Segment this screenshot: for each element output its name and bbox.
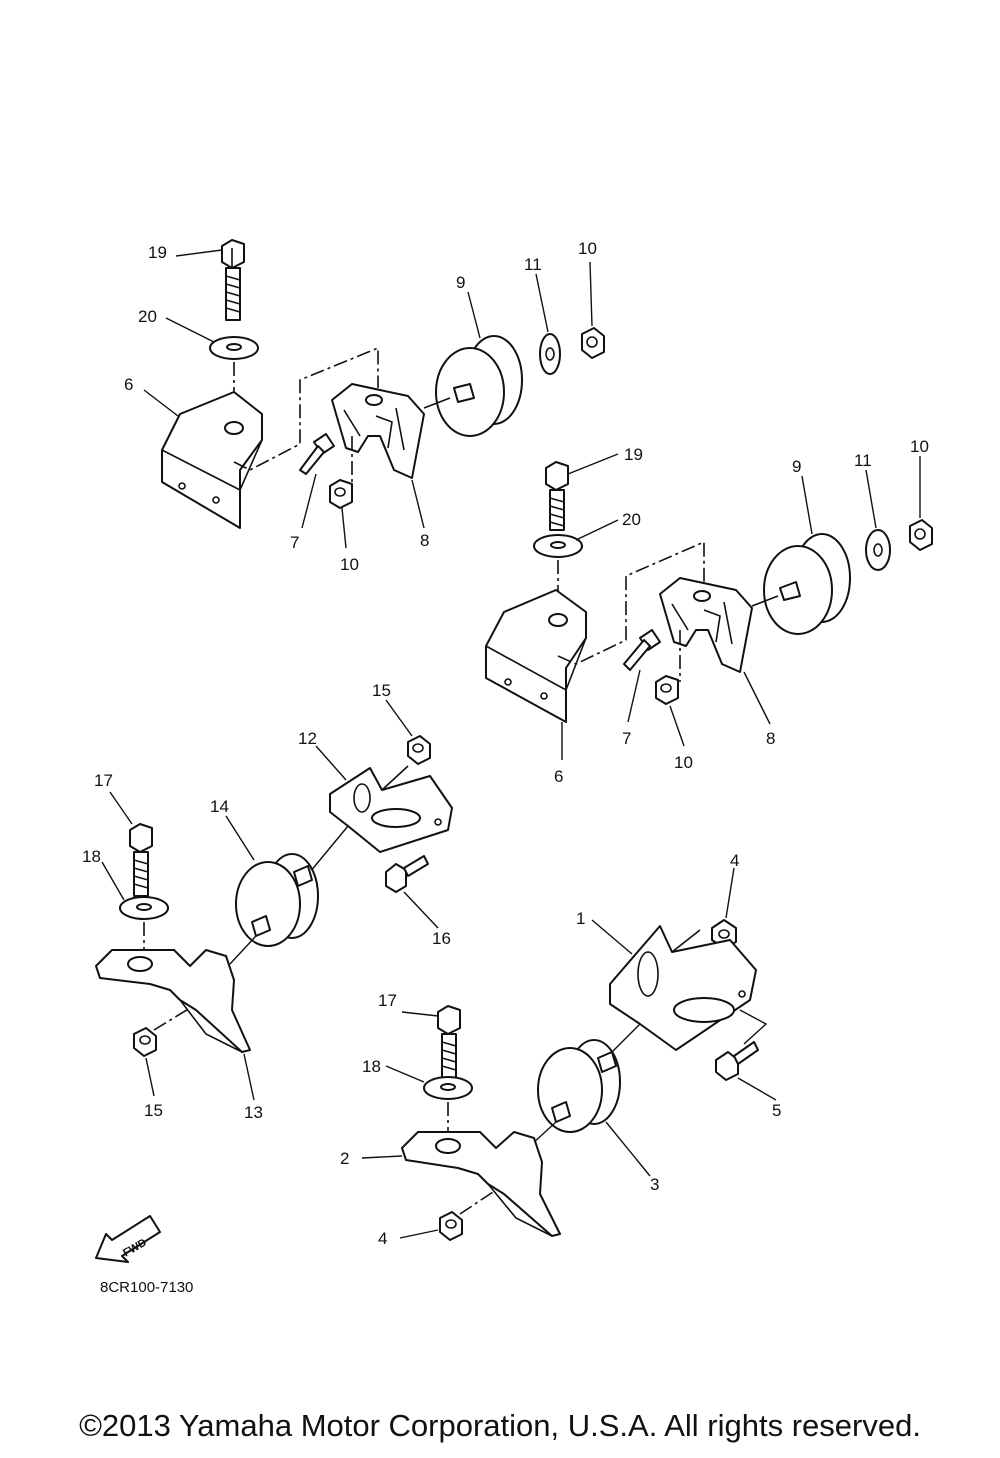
rubber-mount-9-icon <box>423 335 523 437</box>
bracket-1-icon <box>609 925 757 1051</box>
callout-4: 4 <box>730 851 739 870</box>
nut-4b-icon <box>439 1211 463 1241</box>
bracket-12-icon <box>329 765 453 853</box>
bracket-13-icon <box>95 949 251 1053</box>
callout-10c: 10 <box>674 753 693 772</box>
callout-18b: 18 <box>362 1057 381 1076</box>
rubber-mount-3-icon <box>537 1039 621 1133</box>
exploded-parts-diagram: 19 20 6 7 10 8 9 11 10 19 20 7 10 8 6 9 … <box>82 239 933 1296</box>
nut-10c-icon <box>655 675 679 705</box>
callout-6b: 6 <box>554 767 563 786</box>
nut-15b-icon <box>133 1027 157 1057</box>
bolt-5-icon <box>715 1041 759 1081</box>
callout-1: 1 <box>576 909 585 928</box>
callout-10d: 10 <box>910 437 929 456</box>
callout-5: 5 <box>772 1101 781 1120</box>
callout-7: 7 <box>290 533 299 552</box>
nut-10d-icon <box>909 519 933 551</box>
mount-assembly-right <box>485 461 933 723</box>
callout-19: 19 <box>148 243 167 262</box>
callout-6: 6 <box>124 375 133 394</box>
callout-9: 9 <box>456 273 465 292</box>
callout-8: 8 <box>420 531 429 550</box>
callout-16: 16 <box>432 929 451 948</box>
clamp-bracket-8-icon <box>331 383 425 479</box>
washer-20b-icon <box>533 534 583 558</box>
callout-17b: 17 <box>378 991 397 1010</box>
bolt-16-icon <box>385 855 429 893</box>
bracket-6b-icon <box>485 589 587 723</box>
nut-10b-icon <box>581 327 605 359</box>
clamp-bracket-8b-icon <box>659 577 753 673</box>
callout-3: 3 <box>650 1175 659 1194</box>
leader-lines <box>101 249 921 1239</box>
nut-10-icon <box>329 479 353 509</box>
bolt-17-icon <box>129 823 153 897</box>
bolt-19b-icon <box>545 461 569 531</box>
diagram-code: 8CR100-7130 <box>100 1279 193 1296</box>
callout-7b: 7 <box>622 729 631 748</box>
mount-assembly-lower-right <box>401 919 768 1241</box>
mount-assembly-upper-left <box>161 239 605 529</box>
forward-arrow-icon: FWD <box>95 1215 161 1263</box>
callout-2: 2 <box>340 1149 349 1168</box>
rubber-mount-9b-icon <box>751 533 851 635</box>
bolt-19-icon <box>221 239 245 321</box>
copyright-notice: ©2013 Yamaha Motor Corporation, U.S.A. A… <box>79 1408 921 1443</box>
callout-13: 13 <box>244 1103 263 1122</box>
rubber-mount-14-icon <box>235 853 319 947</box>
callout-11b: 11 <box>854 451 872 470</box>
bolt-7b-icon <box>623 629 661 671</box>
bracket-2-icon <box>401 1131 561 1237</box>
callout-15b: 15 <box>144 1101 163 1120</box>
callout-19b: 19 <box>624 445 643 464</box>
callout-10: 10 <box>340 555 359 574</box>
mount-assembly-lower-left <box>95 735 453 1057</box>
callout-9b: 9 <box>792 457 801 476</box>
washer-18-icon <box>119 896 169 920</box>
callout-10-top: 10 <box>578 239 597 258</box>
washer-20-icon <box>209 336 259 360</box>
callout-11: 11 <box>524 255 542 274</box>
callout-20b: 20 <box>622 510 641 529</box>
callout-17: 17 <box>94 771 113 790</box>
callout-12: 12 <box>298 729 317 748</box>
nut-15-icon <box>407 735 431 765</box>
bracket-6-icon <box>161 391 263 529</box>
callout-8b: 8 <box>766 729 775 748</box>
washer-11-icon <box>539 333 561 375</box>
callout-18: 18 <box>82 847 101 866</box>
callout-15: 15 <box>372 681 391 700</box>
washer-11b-icon <box>865 529 891 571</box>
callout-labels: 19 20 6 7 10 8 9 11 10 19 20 7 10 8 6 9 … <box>82 239 929 1248</box>
callout-20: 20 <box>138 307 157 326</box>
bolt-17b-icon <box>437 1005 461 1083</box>
washer-18b-icon <box>423 1076 473 1100</box>
callout-14: 14 <box>210 797 229 816</box>
bolt-7-icon <box>299 433 335 475</box>
callout-4b: 4 <box>378 1229 387 1248</box>
